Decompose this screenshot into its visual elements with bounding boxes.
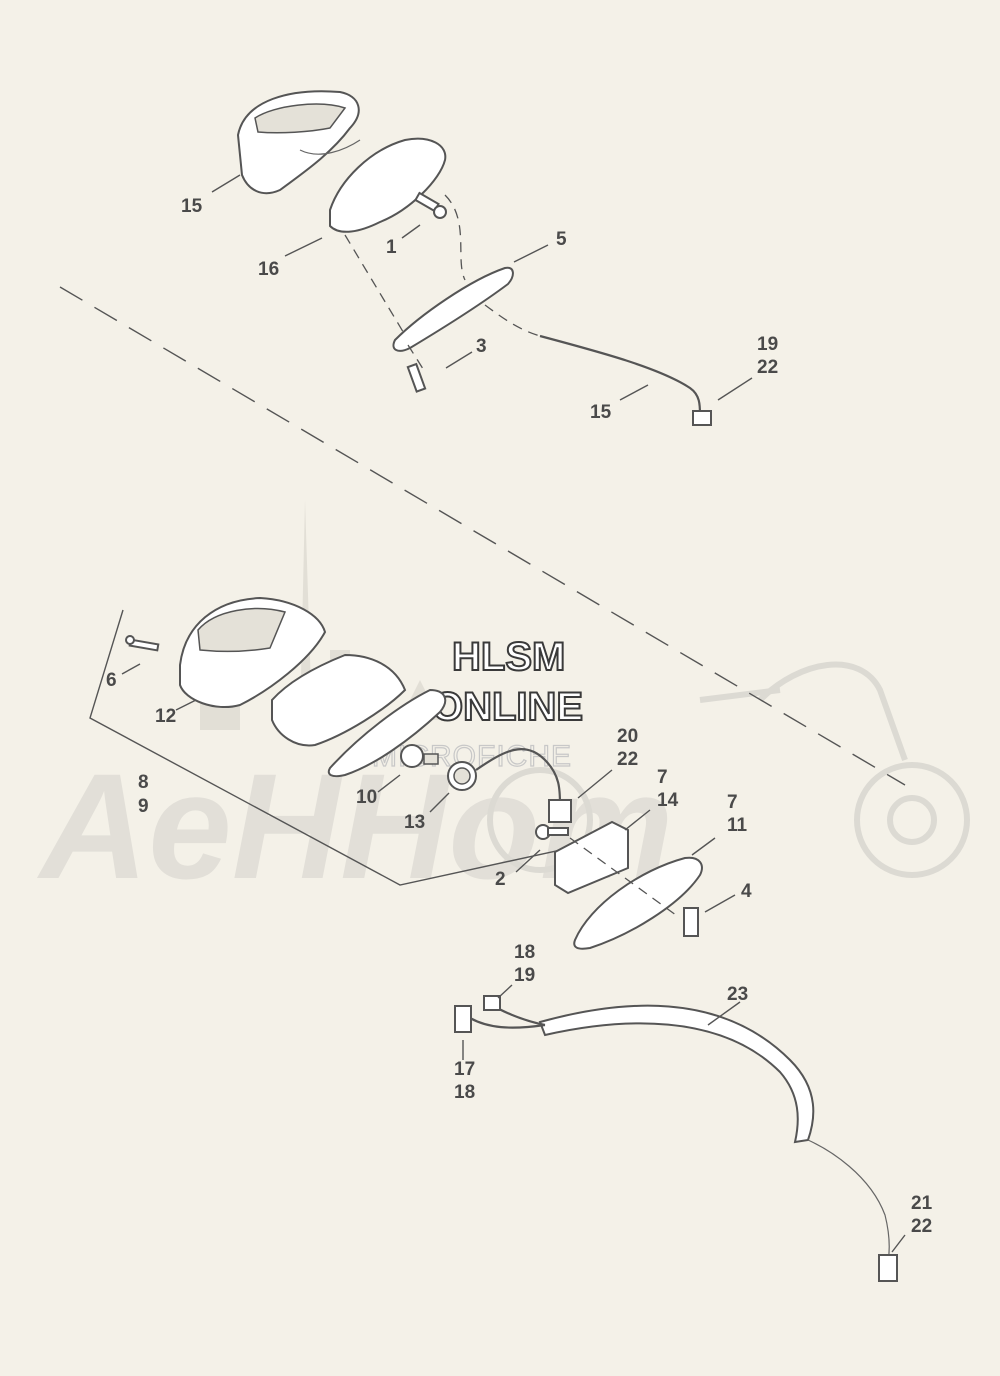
callout-label: 22 [757,357,778,378]
upper-lamp-lead [299,139,361,155]
callout-label: 17 [454,1059,475,1080]
bracket-5 [392,266,514,352]
module-14 [554,820,629,895]
callout-label: 19 [514,965,535,986]
callout-label: 6 [106,670,117,691]
upper-lens-reflector [254,103,347,134]
callout-label: 21 [911,1193,933,1214]
callout-label: 10 [356,787,377,808]
callout-label: 13 [404,812,425,833]
socket-13-inner [453,767,471,785]
lower-lamp-assembly [89,596,898,1282]
clip-4 [683,907,699,937]
callout-label: 7 [727,792,738,813]
callout-label: 22 [911,1216,932,1237]
callout-label: 16 [258,259,279,280]
callout-label: 7 [657,767,668,788]
callout-label: 1 [386,237,397,258]
callout-label: 2 [495,869,506,890]
upper-lamp-base [329,137,447,233]
bulb-10-base [423,753,439,765]
callout-label: 5 [556,229,567,250]
harness-23-tail [807,1139,890,1263]
callout-label: 3 [476,336,487,357]
upper-lamp-assembly [236,90,712,426]
callout-label: 22 [617,749,638,770]
callout-label: 8 [138,772,149,793]
callout-label: 20 [617,726,638,747]
screw-2 [535,824,569,840]
lamp-housing [271,653,407,747]
assembly-line-d [407,344,426,373]
watermark-online: ONLINE [432,685,583,729]
screw-3 [406,362,427,393]
cover-11 [573,856,703,950]
callout-label: 9 [138,796,149,817]
callout-label: 18 [514,942,535,963]
connector-18-19 [483,995,501,1011]
connector-20-22 [548,799,572,823]
harness-lead-b [469,1017,546,1029]
separator-centerline [59,286,906,786]
callout-label: 14 [657,790,679,811]
screw-1 [414,191,447,219]
callout-label: 15 [590,402,612,423]
assembly-line-c [484,304,541,337]
upper-wire-harness [539,334,702,416]
assembly-line-a [344,234,406,336]
connector-21-22 [878,1254,898,1282]
watermark: AeHHom HLSM ONLINE MICROFICHE [36,500,970,910]
socket-lead-wire [475,748,562,806]
leader-lines [121,174,906,1253]
assembly-line-e [569,837,681,919]
callout-label: 11 [727,815,748,836]
screw-6 [125,635,160,652]
assembly-line-b [444,194,466,281]
watermark-motorcycle-graphic [487,661,970,878]
gasket [327,688,447,778]
connector-17-18 [454,1005,472,1033]
watermark-hlsm: HLSM [452,635,565,679]
callout-label: 12 [155,706,176,727]
callout-label: 19 [757,334,778,355]
group-bracket-8-9 [89,609,626,886]
callout-labels: 15 16 1 5 3 19 22 15 6 12 8 9 10 13 20 2… [106,196,933,1237]
callout-label: 18 [454,1082,475,1103]
bulb-10 [400,744,424,768]
callout-label: 15 [181,196,203,217]
callout-label: 23 [727,984,748,1005]
harness-23 [538,1004,815,1144]
lens-12-reflector [197,607,287,653]
callout-label: 4 [741,881,752,902]
upper-wire-connector [692,410,712,426]
